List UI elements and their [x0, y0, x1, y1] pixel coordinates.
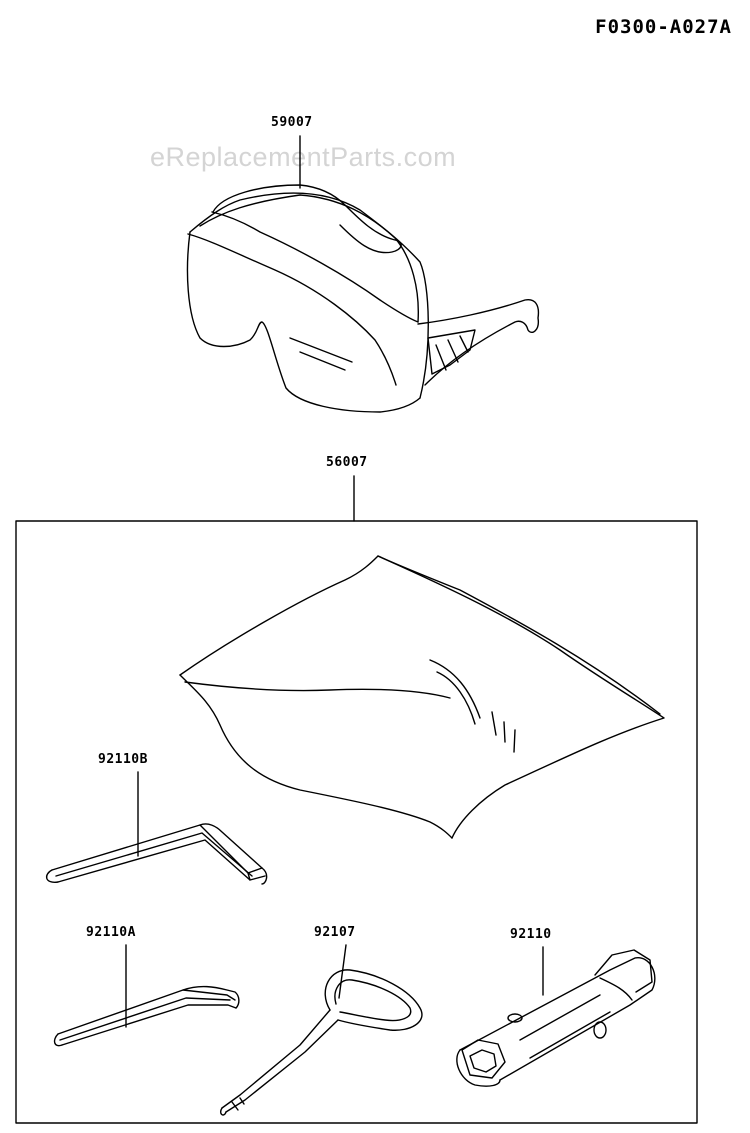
hex-wrench-a-drawing [53, 985, 240, 1047]
part-label-hex-wrench-b: 92110B [98, 752, 148, 767]
leader-line-screwdriver [338, 944, 347, 999]
spark-plug-wrench-drawing [456, 949, 656, 1087]
part-label-spark-plug-wrench: 92110 [510, 927, 552, 942]
part-label-screwdriver: 92107 [314, 925, 356, 940]
hex-wrench-b-drawing [45, 823, 268, 885]
part-label-glasses: 59007 [271, 115, 313, 130]
plastic-bag-drawing [179, 555, 665, 839]
part-label-hex-wrench-a: 92110A [86, 925, 136, 940]
kit-frame [15, 520, 698, 1124]
diagram-code: F0300-A027A [595, 16, 732, 38]
part-label-kit: 56007 [326, 455, 368, 470]
safety-glasses-drawing [186, 184, 540, 413]
watermark-text: eReplacementParts.com [150, 142, 457, 172]
screwdriver-drawing [219, 969, 423, 1116]
